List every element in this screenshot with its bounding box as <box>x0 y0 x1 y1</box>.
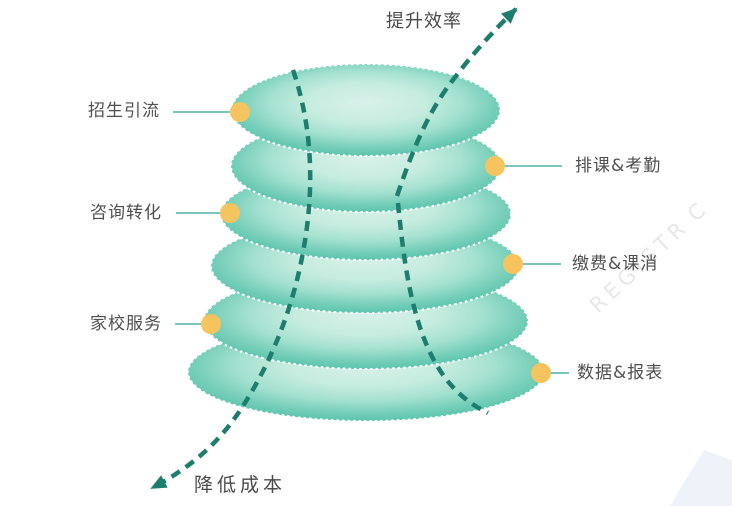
connector-dot-2 <box>485 156 505 176</box>
connector-dots <box>201 102 551 383</box>
connector-dot-3 <box>220 203 240 223</box>
up-arrow <box>394 7 518 197</box>
ring-4-label: 缴费&课消 <box>572 254 659 274</box>
ring-5-label: 家校服务 <box>90 314 162 334</box>
funnel-rings <box>187 63 545 422</box>
funnel-ring-1 <box>231 63 501 157</box>
connector-lines <box>173 111 569 374</box>
bottom-arrow-label: 降低成本 <box>194 474 287 496</box>
connector-dot-1 <box>230 102 250 122</box>
top-arrow-label: 提升效率 <box>386 11 462 32</box>
ring-1-label: 招生引流 <box>88 101 160 121</box>
ring-2-label: 排课&考勤 <box>575 156 662 176</box>
ring-6-label: 数据&报表 <box>577 363 664 383</box>
right-spiral-dash <box>395 202 489 416</box>
connector-dot-6 <box>531 363 551 383</box>
left-spiral-down-arrow <box>150 69 313 490</box>
connector-dot-4 <box>503 254 523 274</box>
ring-3-label: 咨询转化 <box>90 203 162 223</box>
connector-dot-5 <box>201 314 221 334</box>
